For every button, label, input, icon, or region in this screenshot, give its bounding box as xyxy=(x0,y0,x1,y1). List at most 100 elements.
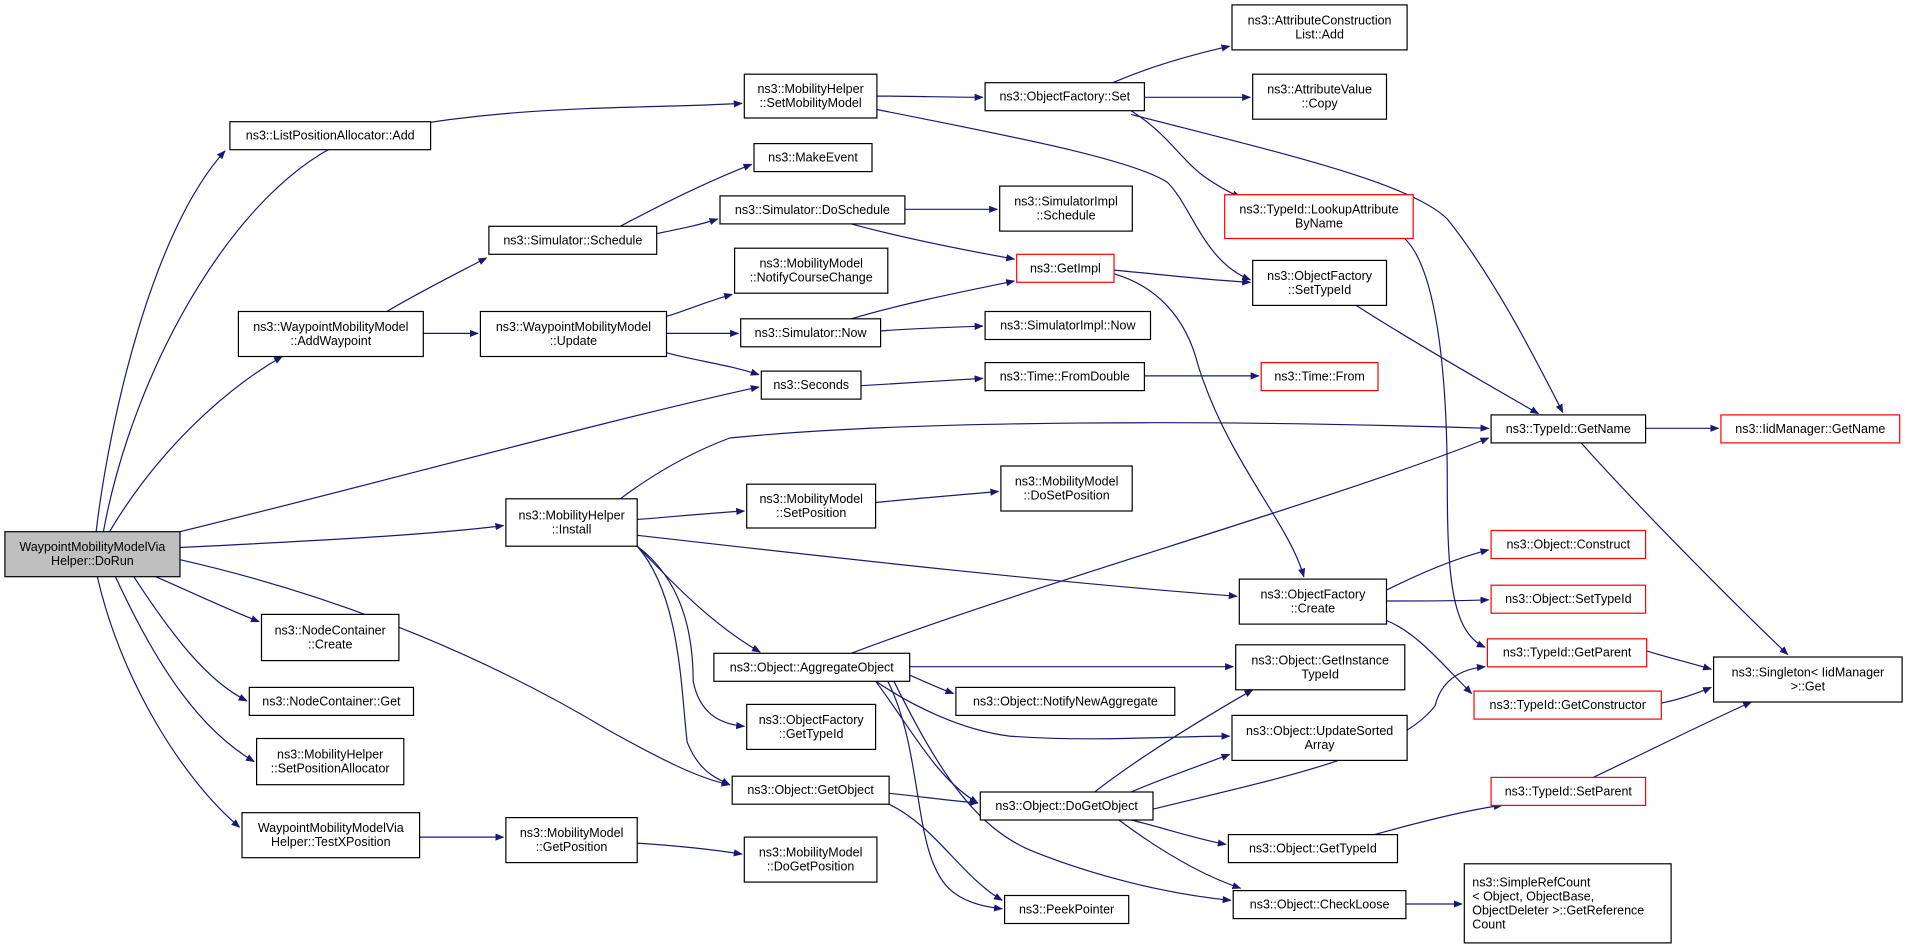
edge-root-to-ncGet xyxy=(133,576,248,702)
node-label-line: ::Update xyxy=(550,334,597,348)
edge-ofSetTypeId-to-tidGetName xyxy=(1355,304,1540,415)
node-simpleRefCount[interactable]: ns3::SimpleRefCount< Object, ObjectBase,… xyxy=(1463,863,1672,944)
node-iidGetName[interactable]: ns3::IidManager::GetName xyxy=(1720,414,1901,444)
node-mmDoGetPosition[interactable]: ns3::MobilityModel::DoGetPosition xyxy=(743,836,878,883)
node-mhInstall[interactable]: ns3::MobilityHelper::Install xyxy=(505,498,638,547)
node-timeFrom[interactable]: ns3::Time::From xyxy=(1260,362,1379,392)
node-box xyxy=(4,531,181,578)
node-label-line: ::SetPosition xyxy=(776,506,846,520)
node-singletonGet[interactable]: ns3::Singleton< IidManager >::Get xyxy=(1712,656,1903,703)
node-label-line: ns3::MobilityModel xyxy=(759,257,863,271)
node-label-line: ns3::TypeId::GetName xyxy=(1506,422,1631,436)
node-label-line: ns3::ObjectFactory xyxy=(1267,269,1373,283)
node-simNow[interactable]: ns3::Simulator::Now xyxy=(740,318,882,348)
node-timeFromDouble[interactable]: ns3::Time::FromDouble xyxy=(984,362,1145,392)
node-mmDoSetPosition[interactable]: ns3::MobilityModel::DoSetPosition xyxy=(1000,465,1133,512)
node-label-line: Count xyxy=(1472,917,1506,931)
node-mmGetPosition[interactable]: ns3::MobilityModel::GetPosition xyxy=(505,816,638,864)
node-label-line: ns3::TypeId::LookupAttribute xyxy=(1239,203,1398,217)
node-objNotifyNewAgg[interactable]: ns3::Object::NotifyNewAggregate xyxy=(955,686,1176,717)
edge-mhSetMobilityModel-to-ofSetTypeId xyxy=(876,108,1252,281)
edge-ofCreate-to-objSetTypeId xyxy=(1386,596,1490,604)
node-objGetObject[interactable]: ns3::Object::GetObject xyxy=(731,775,890,805)
node-getImpl[interactable]: ns3::GetImpl xyxy=(1016,253,1115,283)
node-label-line: ns3::NodeContainer xyxy=(275,624,386,638)
node-label-line: ns3::Object::SetTypeId xyxy=(1505,592,1632,606)
node-box xyxy=(1252,73,1388,120)
node-box xyxy=(248,686,415,717)
node-label-line: ns3::ListPositionAllocator::Add xyxy=(246,129,415,143)
node-label-line: ObjectDeleter >::GetReference xyxy=(1472,903,1644,917)
node-label-line: ::GetPosition xyxy=(536,840,608,854)
node-box xyxy=(1490,776,1647,807)
edge-objDoGetObject-to-objCheckLoose xyxy=(1118,819,1242,890)
node-ofSetTypeId[interactable]: ns3::ObjectFactory::SetTypeId xyxy=(1252,259,1388,306)
node-label-line: < Object, ObjectBase, xyxy=(1472,889,1594,903)
edge-root-to-testXPosition xyxy=(96,576,241,828)
node-mmSetPosition[interactable]: ns3::MobilityModel::SetPosition xyxy=(746,483,877,529)
edge-root-to-wmmAddWaypoint xyxy=(108,355,283,533)
edge-objAggregate-to-objDoGetObject xyxy=(875,680,979,804)
edge-simNow-to-getImpl xyxy=(851,279,1016,320)
node-tidGetParent[interactable]: ns3::TypeId::GetParent xyxy=(1486,638,1648,668)
node-label-line: ByName xyxy=(1295,217,1343,231)
node-objConstruct[interactable]: ns3::Object::Construct xyxy=(1490,529,1647,560)
node-label-line: List::Add xyxy=(1295,27,1344,41)
node-seconds[interactable]: ns3::Seconds xyxy=(760,370,862,400)
node-tidGetName[interactable]: ns3::TypeId::GetName xyxy=(1490,414,1647,444)
node-testXPosition[interactable]: WaypointMobilityModelViaHelper::TestXPos… xyxy=(241,812,421,859)
node-simDoSchedule[interactable]: ns3::Simulator::DoSchedule xyxy=(719,195,906,225)
node-ncGet[interactable]: ns3::NodeContainer::Get xyxy=(248,686,415,717)
node-mmNotify[interactable]: ns3::MobilityModel::NotifyCourseChange xyxy=(733,247,889,294)
node-avCopy[interactable]: ns3::AttributeValue::Copy xyxy=(1252,73,1388,120)
node-label-line: ns3::MobilityModel xyxy=(520,826,624,840)
node-objCheckLoose[interactable]: ns3::Object::CheckLoose xyxy=(1232,889,1407,920)
node-simImplNow[interactable]: ns3::SimulatorImpl::Now xyxy=(984,310,1152,341)
node-simSchedule[interactable]: ns3::Simulator::Schedule xyxy=(488,225,658,255)
node-peekPointer[interactable]: ns3::PeekPointer xyxy=(1003,894,1130,925)
node-objDoGetObject[interactable]: ns3::Object::DoGetObject xyxy=(979,791,1154,821)
node-lpaAdd[interactable]: ns3::ListPositionAllocator::Add xyxy=(229,121,432,151)
edge-objGetTypeId-to-tidSetParent xyxy=(1374,802,1503,836)
node-ofGetTypeId[interactable]: ns3::ObjectFactory::GetTypeId xyxy=(746,703,877,751)
node-tidSetParent[interactable]: ns3::TypeId::SetParent xyxy=(1490,776,1647,807)
node-wmmUpdate[interactable]: ns3::WaypointMobilityModel::Update xyxy=(479,310,668,358)
node-label-line: TypeId xyxy=(1301,667,1339,681)
edge-objAggregate-to-objNotifyNewAgg xyxy=(909,674,955,695)
edge-tidLookup-to-tidGetParent xyxy=(1404,238,1486,648)
edge-objDoGetObject-to-objGetInstance xyxy=(1094,689,1254,793)
node-label-line: ::SetTypeId xyxy=(1288,283,1351,297)
node-makeEvent[interactable]: ns3::MakeEvent xyxy=(753,143,873,173)
node-objSetTypeId[interactable]: ns3::Object::SetTypeId xyxy=(1490,584,1647,614)
node-label-line: ns3::AttributeConstruction xyxy=(1248,13,1392,27)
node-label-line: ns3::MobilityModel xyxy=(1015,475,1119,489)
node-label-line: ns3::SimulatorImpl::Now xyxy=(1000,319,1136,333)
node-objGetTypeId[interactable]: ns3::Object::GetTypeId xyxy=(1227,833,1399,864)
node-wmmAddWaypoint[interactable]: ns3::WaypointMobilityModel::AddWaypoint xyxy=(237,310,424,358)
node-label-line: ns3::TypeId::GetConstructor xyxy=(1490,698,1646,712)
node-tidGetConstructor[interactable]: ns3::TypeId::GetConstructor xyxy=(1473,690,1662,720)
node-ofCreate[interactable]: ns3::ObjectFactory::Create xyxy=(1238,578,1388,625)
edge-ofCreate-to-tidGetConstructor xyxy=(1386,619,1473,695)
node-box xyxy=(955,686,1176,717)
node-label-line: WaypointMobilityModelVia xyxy=(258,821,404,835)
node-mhSetMobilityModel[interactable]: ns3::MobilityHelper::SetMobilityModel xyxy=(743,73,878,119)
node-ncCreate[interactable]: ns3::NodeContainer::Create xyxy=(260,613,400,662)
node-simImplSchedule[interactable]: ns3::SimulatorImpl::Schedule xyxy=(999,185,1133,232)
node-mhSetPosAlloc[interactable]: ns3::MobilityHelper::SetPositionAllocato… xyxy=(256,737,405,786)
node-label-line: ::AddWaypoint xyxy=(290,334,371,348)
node-ofSet[interactable]: ns3::ObjectFactory::Set xyxy=(984,82,1145,112)
edge-root-to-ncCreate xyxy=(155,576,260,623)
node-box xyxy=(743,73,878,119)
edge-root-to-mhSetPosAlloc xyxy=(114,576,255,763)
node-label-line: ns3::Object::CheckLoose xyxy=(1250,898,1390,912)
node-objAggregate[interactable]: ns3::Object::AggregateObject xyxy=(713,652,911,682)
edge-simNow-to-simImplNow xyxy=(880,322,984,332)
edge-mhInstall-to-ofCreate xyxy=(637,534,1238,600)
node-label-line: ::Create xyxy=(308,638,353,652)
